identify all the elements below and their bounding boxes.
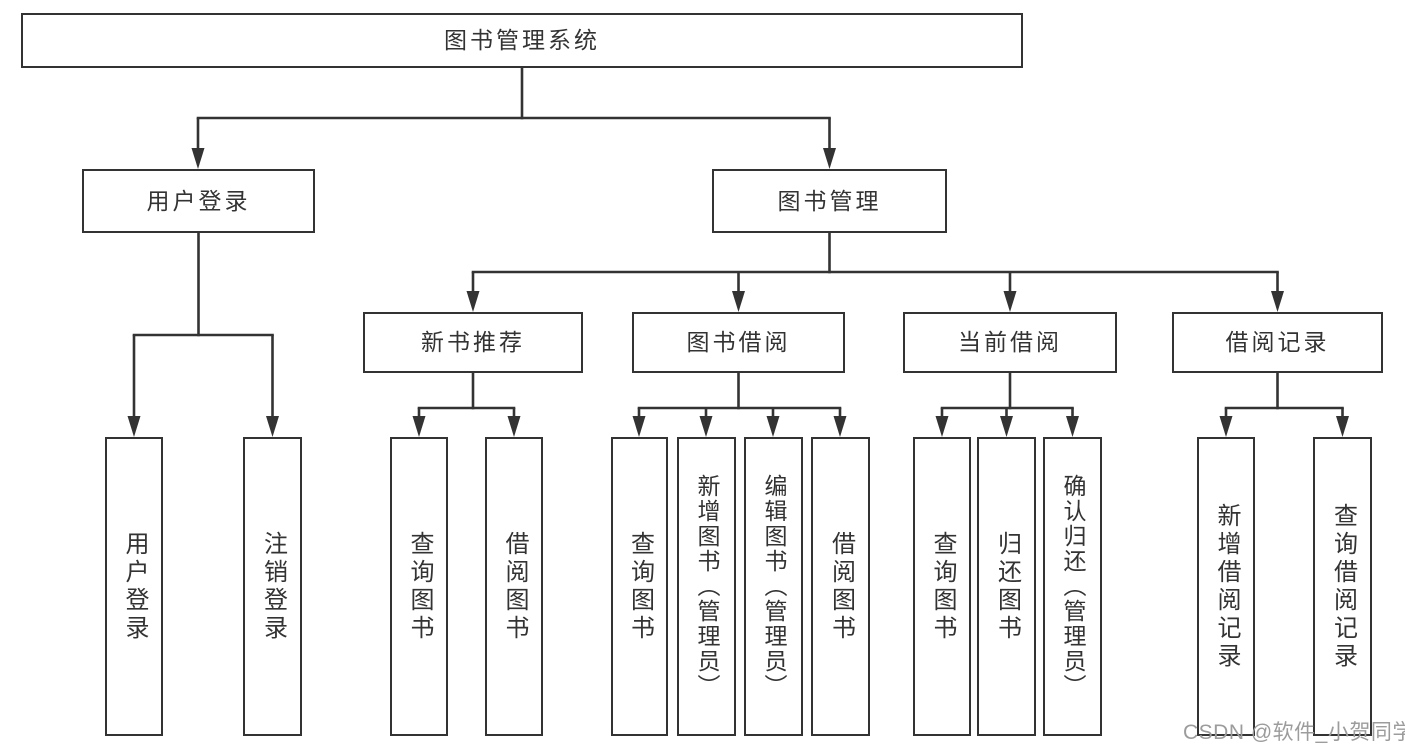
node-label: 当前借阅: [958, 329, 1062, 355]
node-leaf-bw-query: 查询图书: [611, 437, 668, 736]
arrow-down-icon: [1271, 291, 1284, 312]
arrow-down-icon: [1003, 291, 1017, 312]
node-label: 确认归还（管理员）: [1060, 474, 1086, 699]
node-label: 新增图书（管理员）: [694, 474, 720, 699]
node-label: 借阅图书: [501, 530, 528, 643]
arrow-down-icon: [127, 416, 141, 437]
node-leaf-rec-add: 新增借阅记录: [1197, 437, 1255, 736]
arrow-down-icon: [699, 416, 713, 437]
node-label: 查询借阅记录: [1329, 502, 1357, 671]
arrow-down-icon: [823, 148, 836, 169]
node-label: 新增借阅记录: [1213, 502, 1240, 671]
node-label: 用户登录: [146, 187, 251, 214]
arrow-down-icon: [833, 416, 847, 437]
node-label: 注销登录: [259, 530, 287, 643]
node-leaf-bw-edit: 编辑图书（管理员）: [744, 437, 803, 736]
node-label: 图书借阅: [686, 329, 791, 355]
node-label: 编辑图书（管理员）: [761, 474, 787, 699]
node-user-login: 用户登录: [82, 169, 315, 233]
arrow-down-icon: [266, 416, 279, 437]
node-label: 借阅记录: [1225, 329, 1330, 355]
arrow-down-icon: [766, 416, 780, 437]
arrow-down-icon: [1219, 416, 1233, 437]
arrow-down-icon: [507, 416, 521, 437]
node-leaf-bw-add: 新增图书（管理员）: [677, 437, 736, 736]
node-leaf-cur-query: 查询图书: [913, 437, 971, 736]
node-label: 查询图书: [929, 530, 956, 643]
node-new-books: 新书推荐: [363, 312, 583, 373]
node-leaf-nb-query: 查询图书: [390, 437, 448, 736]
node-current: 当前借阅: [903, 312, 1117, 373]
node-label: 图书管理: [777, 187, 882, 214]
arrow-down-icon: [1336, 416, 1349, 437]
node-label: 借阅图书: [827, 530, 855, 643]
node-leaf-logout: 注销登录: [243, 437, 302, 736]
node-label: 归还图书: [993, 530, 1021, 643]
arrow-down-icon: [191, 148, 205, 169]
node-leaf-cur-return: 归还图书: [977, 437, 1036, 736]
node-borrow: 图书借阅: [632, 312, 845, 373]
arrow-down-icon: [466, 291, 480, 312]
watermark: CSDN @软件_小贺同学: [1183, 721, 1405, 744]
arrow-down-icon: [935, 416, 949, 437]
arrow-down-icon: [732, 291, 745, 312]
node-leaf-rec-query: 查询借阅记录: [1313, 437, 1372, 736]
node-leaf-bw-borrow: 借阅图书: [811, 437, 870, 736]
node-label: 查询图书: [406, 530, 433, 643]
arrow-down-icon: [1000, 416, 1013, 437]
node-leaf-nb-borrow: 借阅图书: [485, 437, 543, 736]
node-leaf-cur-confirm: 确认归还（管理员）: [1043, 437, 1102, 736]
node-label: 查询图书: [626, 530, 654, 643]
node-records: 借阅记录: [1172, 312, 1383, 373]
node-label: 新书推荐: [421, 329, 525, 355]
node-root: 图书管理系统: [21, 13, 1023, 68]
node-leaf-login: 用户登录: [105, 437, 163, 736]
arrow-down-icon: [1066, 416, 1079, 437]
node-label: 用户登录: [121, 530, 148, 643]
node-label: 图书管理系统: [444, 27, 600, 53]
node-book-mgmt: 图书管理: [712, 169, 947, 233]
arrow-down-icon: [412, 416, 426, 437]
arrow-down-icon: [632, 416, 646, 437]
